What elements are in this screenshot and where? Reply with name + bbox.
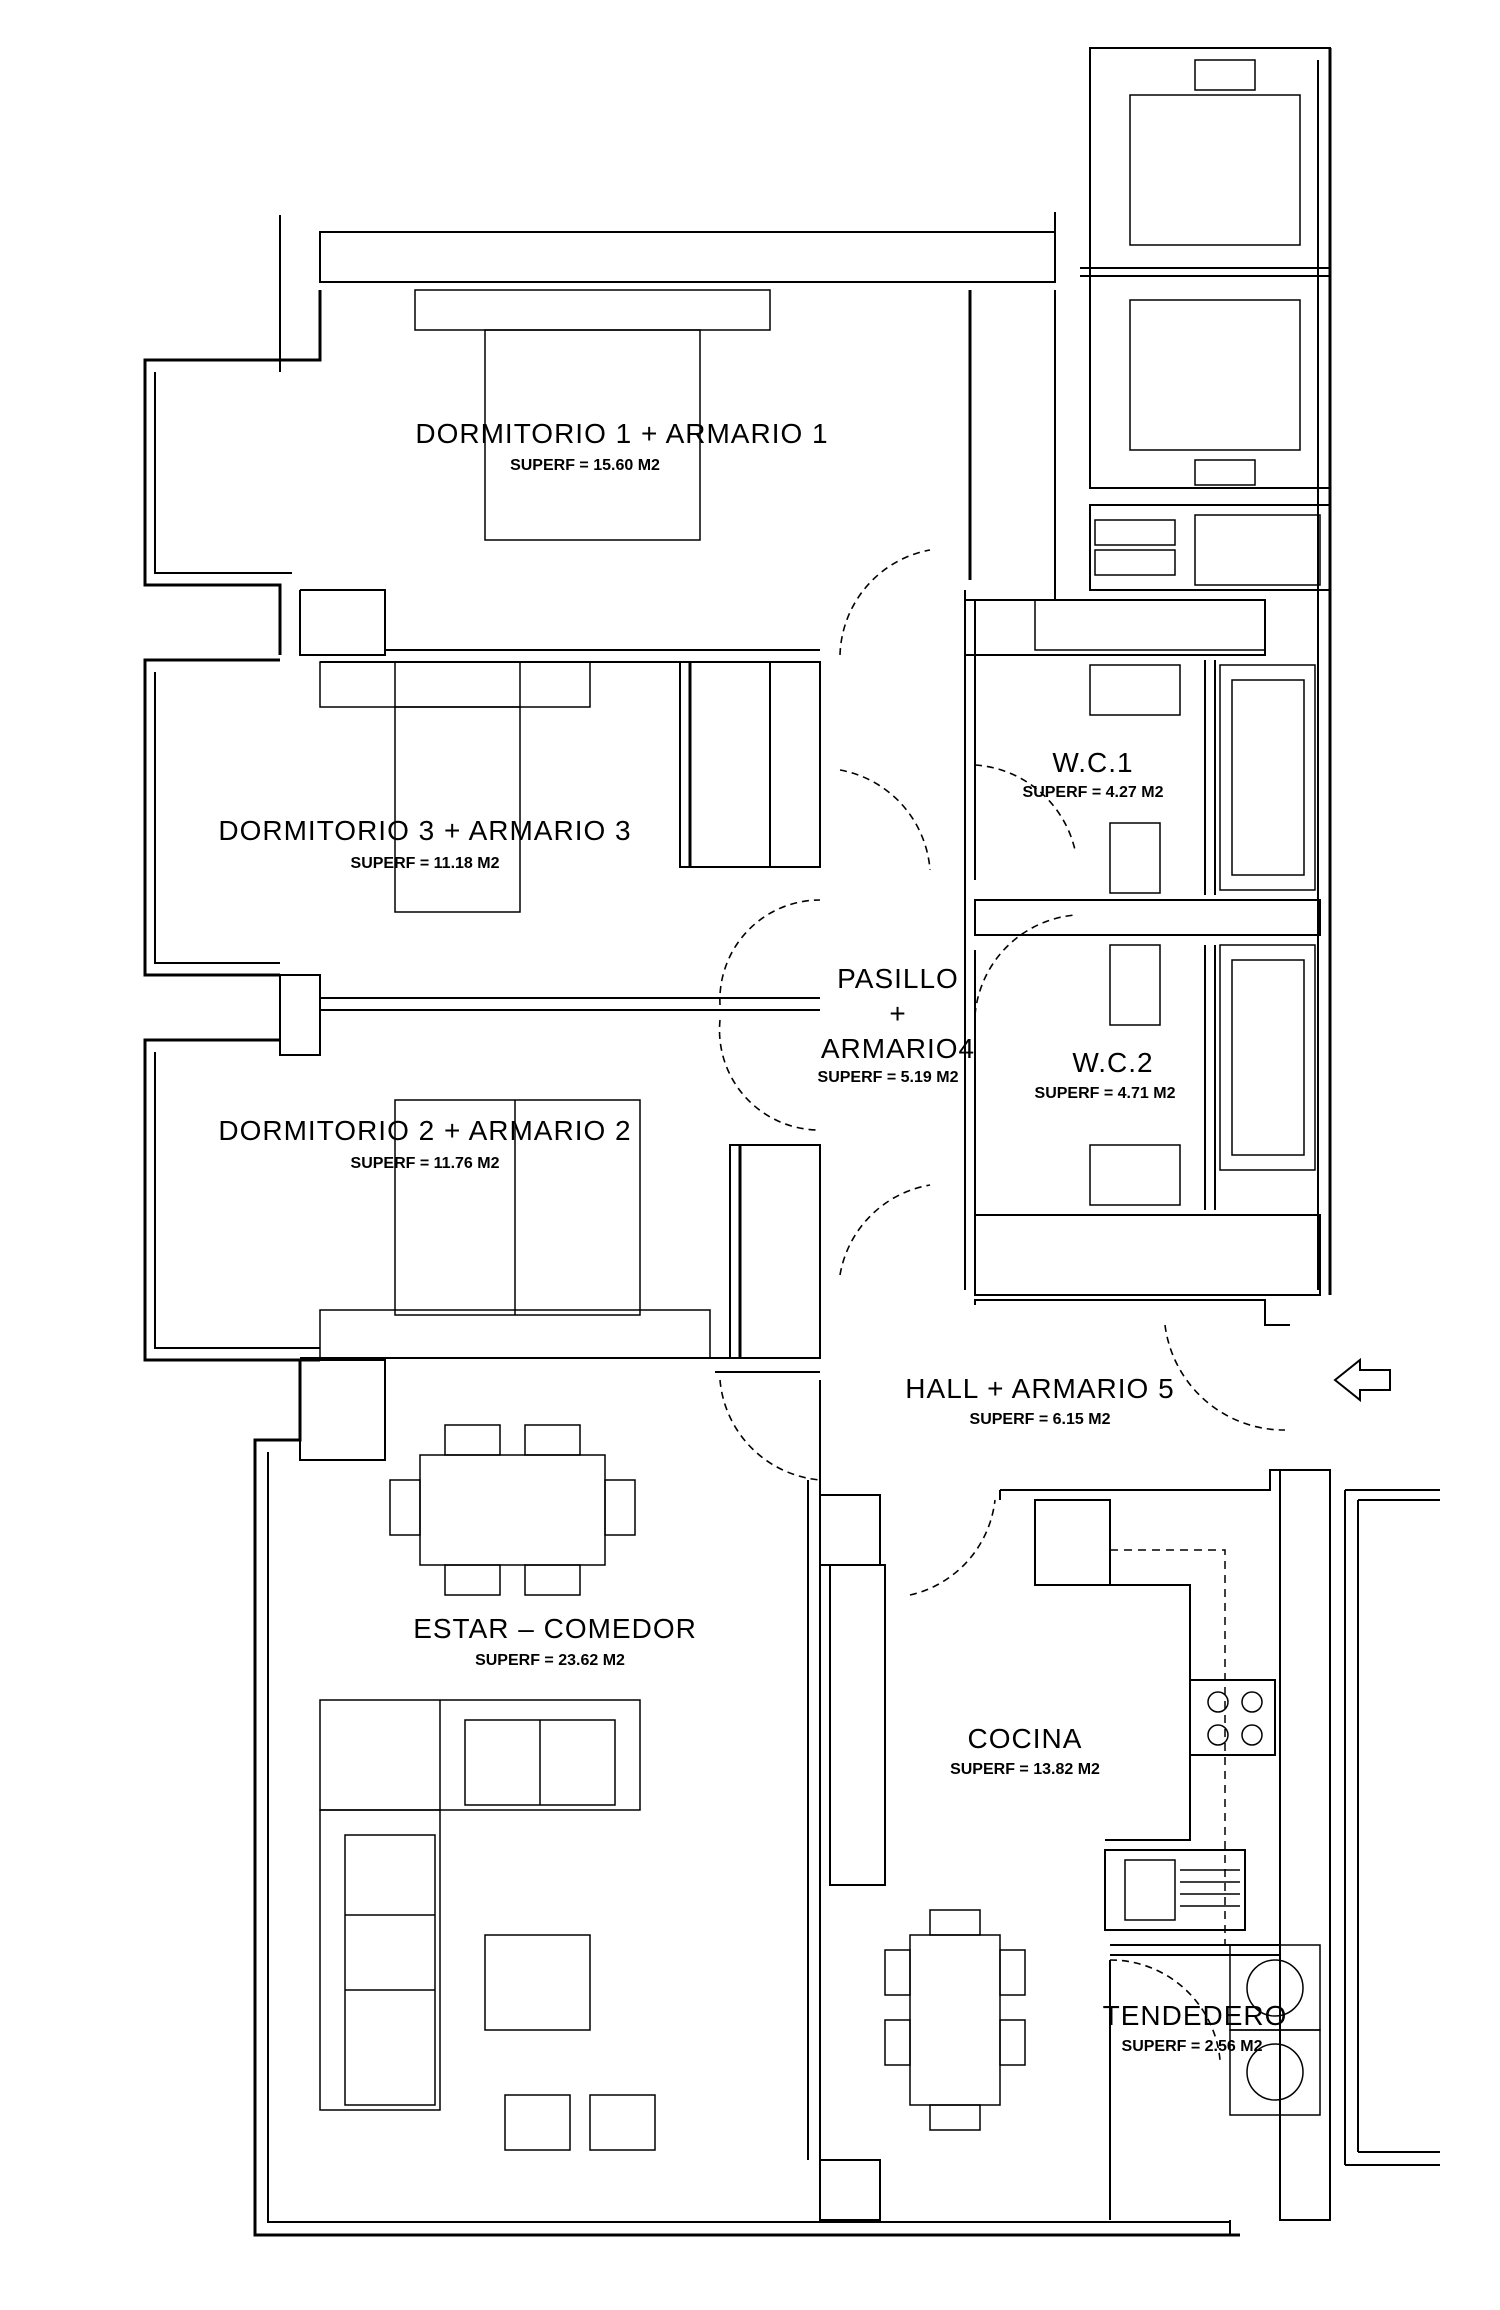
room-wc2: W.C.2 SUPERF = 4.71 M2 (1035, 1047, 1176, 1102)
room-area-wc1: SUPERF = 4.27 M2 (1023, 784, 1164, 801)
room-area-dorm2: SUPERF = 11.76 M2 (351, 1155, 500, 1172)
room-area-dorm3: SUPERF = 11.18 M2 (351, 855, 500, 872)
room-name-pasillo-line3: ARMARIO4 (821, 1033, 975, 1064)
room-tendedero: TENDEDERO SUPERF = 2.56 M2 (1103, 2000, 1288, 2055)
entrance-arrow-icon (1333, 1357, 1391, 1403)
room-pasillo: PASILLO + ARMARIO4 SUPERF = 5.19 M2 (818, 963, 975, 1086)
room-name-dorm1: DORMITORIO 1 + ARMARIO 1 (415, 418, 828, 449)
room-name-dorm2: DORMITORIO 2 + ARMARIO 2 (218, 1115, 631, 1146)
room-name-dorm3: DORMITORIO 3 + ARMARIO 3 (218, 815, 631, 846)
room-name-wc1: W.C.1 (1052, 747, 1133, 778)
room-name-pasillo-line2: + (889, 998, 906, 1029)
room-name-estar: ESTAR – COMEDOR (413, 1613, 697, 1644)
room-area-cocina: SUPERF = 13.82 M2 (950, 1761, 1100, 1778)
room-dorm2: DORMITORIO 2 + ARMARIO 2 SUPERF = 11.76 … (218, 1115, 631, 1172)
room-name-tendedero: TENDEDERO (1103, 2000, 1288, 2031)
room-dorm3: DORMITORIO 3 + ARMARIO 3 SUPERF = 11.18 … (218, 815, 631, 872)
room-dorm1: DORMITORIO 1 + ARMARIO 1 SUPERF = 15.60 … (415, 418, 828, 474)
room-name-pasillo-line1: PASILLO (837, 963, 959, 994)
room-area-estar: SUPERF = 23.62 M2 (475, 1652, 625, 1669)
room-area-tendedero: SUPERF = 2.56 M2 (1122, 2038, 1263, 2055)
room-name-wc2: W.C.2 (1072, 1047, 1153, 1078)
room-area-dorm1: SUPERF = 15.60 M2 (510, 457, 660, 474)
room-name-hall: HALL + ARMARIO 5 (905, 1373, 1174, 1404)
room-hall: HALL + ARMARIO 5 SUPERF = 6.15 M2 (905, 1373, 1174, 1428)
room-area-wc2: SUPERF = 4.71 M2 (1035, 1085, 1176, 1102)
furniture (319, 59, 1321, 2151)
room-area-pasillo: SUPERF = 5.19 M2 (818, 1069, 959, 1086)
room-area-hall: SUPERF = 6.15 M2 (970, 1411, 1111, 1428)
door-swings (718, 549, 1286, 2061)
room-name-cocina: COCINA (968, 1723, 1083, 1754)
room-wc1: W.C.1 SUPERF = 4.27 M2 (1023, 747, 1164, 801)
room-cocina: COCINA SUPERF = 13.82 M2 (950, 1723, 1100, 1778)
room-estar: ESTAR – COMEDOR SUPERF = 23.62 M2 (413, 1613, 697, 1669)
